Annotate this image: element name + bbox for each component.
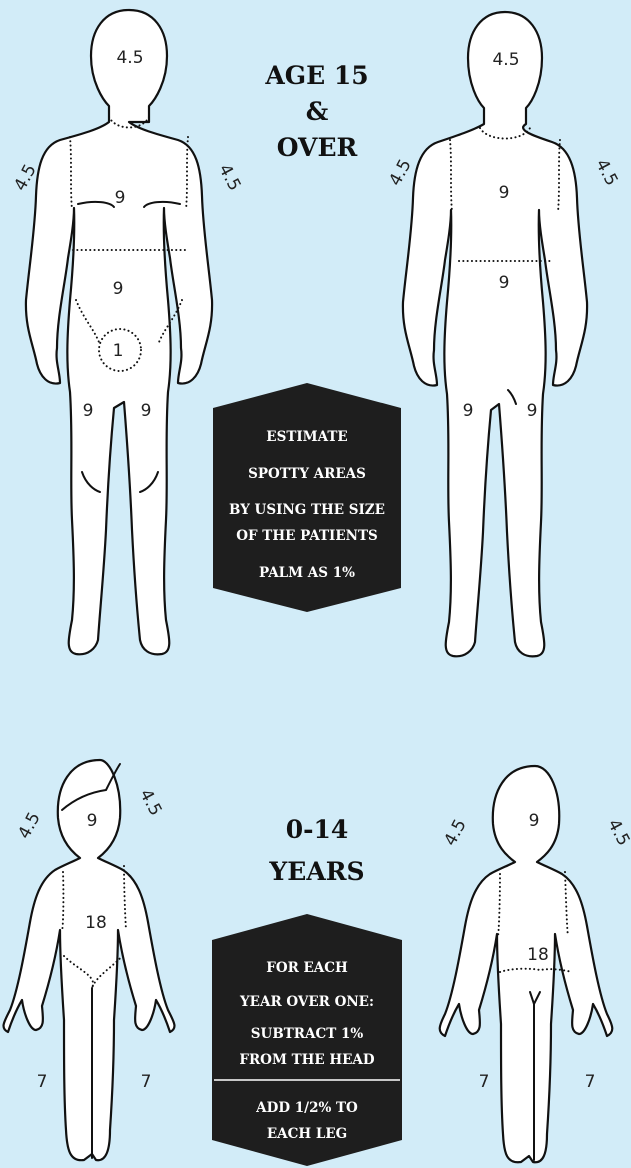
adult-back-right-arm-value: 4.5	[591, 156, 621, 189]
adult-back-left-leg-value: 9	[463, 401, 474, 421]
adult-front-abdomen-value: 9	[113, 279, 124, 299]
adult-front-right-leg-value: 9	[141, 401, 152, 421]
child-note-line-3: SUBTRACT 1%	[251, 1026, 364, 1042]
child-note-line-2: YEAR OVER ONE:	[239, 994, 374, 1010]
child-back-left-arm-value: 4.5	[440, 816, 470, 849]
child-title: 0-14 YEARS	[268, 815, 364, 886]
child-back-figure: 9 18 7 7 4.5 4.5	[440, 766, 631, 1162]
child-front-right-arm-value: 4.5	[135, 786, 165, 819]
adult-front-head-value: 4.5	[116, 48, 143, 68]
adult-back-outline	[403, 12, 587, 656]
adult-back-figure: 4.5 9 9 9 9 4.5 4.5	[385, 12, 621, 656]
adult-note-line-1: ESTIMATE	[266, 429, 347, 445]
child-front-figure: 9 18 7 7 4.5 4.5	[4, 760, 175, 1160]
adult-note-line-3: BY USING THE SIZE	[229, 502, 385, 518]
adult-note-line-4: OF THE PATIENTS	[236, 528, 378, 544]
child-note-panel: FOR EACH YEAR OVER ONE: SUBTRACT 1% FROM…	[212, 914, 402, 1166]
adult-front-figure: 4.5 9 9 1 9 9 4.5 4.5	[10, 10, 244, 654]
child-note-line-6: EACH LEG	[267, 1126, 347, 1142]
child-back-right-arm-value: 4.5	[603, 816, 631, 849]
adult-back-lower-value: 9	[499, 273, 510, 293]
adult-front-left-leg-value: 9	[83, 401, 94, 421]
adult-front-outline	[26, 10, 212, 654]
adult-front-groin-value: 1	[113, 341, 124, 361]
adult-title: AGE 15 & OVER	[264, 61, 368, 162]
child-note-line-4: FROM THE HEAD	[239, 1052, 375, 1068]
child-title-line-2: YEARS	[268, 857, 364, 886]
adult-note-line-2: SPOTTY AREAS	[248, 466, 366, 482]
child-note-line-5: ADD 1/2% TO	[255, 1100, 358, 1116]
child-back-trunk-value: 18	[527, 945, 549, 965]
child-front-left-arm-value: 4.5	[14, 809, 44, 842]
child-front-right-leg-value: 7	[141, 1072, 152, 1092]
adult-title-line-3: OVER	[277, 133, 358, 162]
child-front-head-value: 9	[87, 811, 98, 831]
adult-back-head-value: 4.5	[492, 50, 519, 70]
child-front-left-leg-value: 7	[37, 1072, 48, 1092]
child-back-head-value: 9	[529, 811, 540, 831]
adult-front-right-arm-value: 4.5	[214, 161, 244, 194]
adult-back-right-leg-value: 9	[527, 401, 538, 421]
adult-front-chest-value: 9	[115, 188, 126, 208]
adult-back-upper-value: 9	[499, 183, 510, 203]
adult-title-line-1: AGE 15	[264, 61, 368, 90]
adult-title-line-2: &	[306, 97, 329, 126]
adult-note-panel: ESTIMATE SPOTTY AREAS BY USING THE SIZE …	[213, 383, 401, 612]
child-title-line-1: 0-14	[286, 815, 349, 844]
child-front-trunk-value: 18	[85, 913, 107, 933]
adult-note-line-5: PALM AS 1%	[259, 565, 355, 581]
child-back-right-leg-value: 7	[585, 1072, 596, 1092]
child-note-line-1: FOR EACH	[266, 960, 348, 976]
child-back-left-leg-value: 7	[479, 1072, 490, 1092]
adult-back-left-arm-value: 4.5	[385, 156, 415, 189]
